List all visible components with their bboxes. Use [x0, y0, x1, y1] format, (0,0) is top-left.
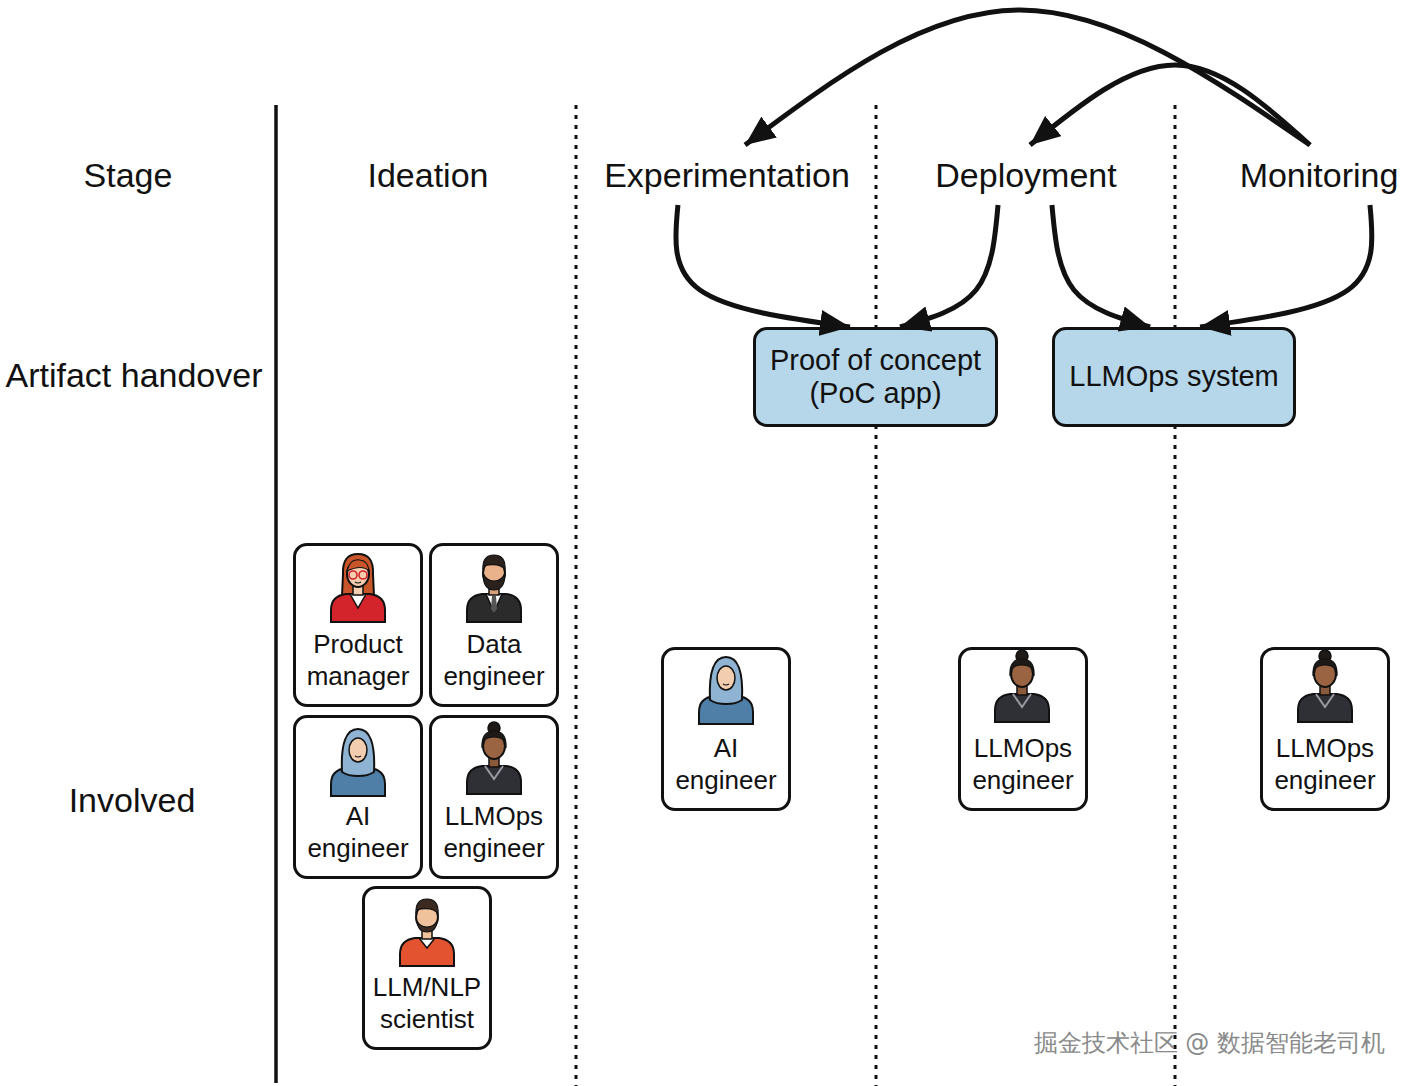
person-icon — [467, 555, 521, 622]
row-header-divider — [274, 105, 278, 1083]
flow-arrow — [745, 10, 1310, 145]
stage-heading: Experimentation — [590, 145, 864, 205]
role-card: AI engineer — [661, 647, 791, 811]
role-card: LLMOps engineer — [429, 715, 559, 879]
role-card: LLMOps engineer — [1260, 647, 1390, 811]
stage-heading: Monitoring — [1228, 145, 1410, 205]
role-card: Product manager — [293, 543, 423, 707]
column-divider — [875, 105, 878, 1086]
person-icon — [331, 554, 385, 622]
role-card: Data engineer — [429, 543, 559, 707]
stage-title: Ideation — [368, 156, 489, 195]
row-label: Involved — [30, 775, 234, 825]
role-label: LLMOps engineer — [961, 732, 1085, 796]
flow-arrow — [1030, 65, 1310, 145]
stage-heading: Deployment — [900, 145, 1152, 205]
column-divider — [575, 105, 578, 1086]
column-divider — [1174, 105, 1177, 1086]
watermark: 掘金技术社区 @ 数据智能老司机 — [880, 1025, 1385, 1061]
role-label: AI engineer — [664, 732, 788, 796]
role-card: LLM/NLP scientist — [362, 886, 492, 1050]
artifact-label: LLMOps system — [1069, 360, 1279, 393]
role-label: AI engineer — [296, 800, 420, 864]
role-label: LLMOps engineer — [1263, 732, 1387, 796]
person-icon — [699, 657, 753, 724]
stage-title: Deployment — [935, 156, 1116, 195]
role-label: LLM/NLP scientist — [365, 971, 489, 1035]
artifact-box: Proof of concept (PoC app) — [753, 327, 998, 427]
row-label: Artifact handover — [0, 350, 268, 400]
flow-arrow — [1052, 205, 1150, 327]
role-label: LLMOps engineer — [432, 800, 556, 864]
person-icon — [331, 729, 385, 796]
artifact-label: Proof of concept (PoC app) — [760, 344, 991, 411]
row-label: Stage — [40, 150, 216, 200]
person-icon — [467, 722, 521, 794]
flow-arrow — [900, 205, 998, 327]
stage-heading: Ideation — [326, 145, 530, 205]
artifact-box: LLMOps system — [1052, 327, 1296, 427]
flow-arrow — [676, 205, 850, 327]
role-label: Data engineer — [432, 628, 556, 692]
person-icon — [1298, 650, 1352, 722]
role-card: LLMOps engineer — [958, 647, 1088, 811]
person-icon — [995, 650, 1049, 722]
flow-arrow — [1200, 205, 1372, 327]
stage-title: Monitoring — [1240, 156, 1399, 195]
stage-title: Experimentation — [604, 156, 850, 195]
person-icon — [400, 899, 454, 966]
role-label: Product manager — [296, 628, 420, 692]
role-card: AI engineer — [293, 715, 423, 879]
